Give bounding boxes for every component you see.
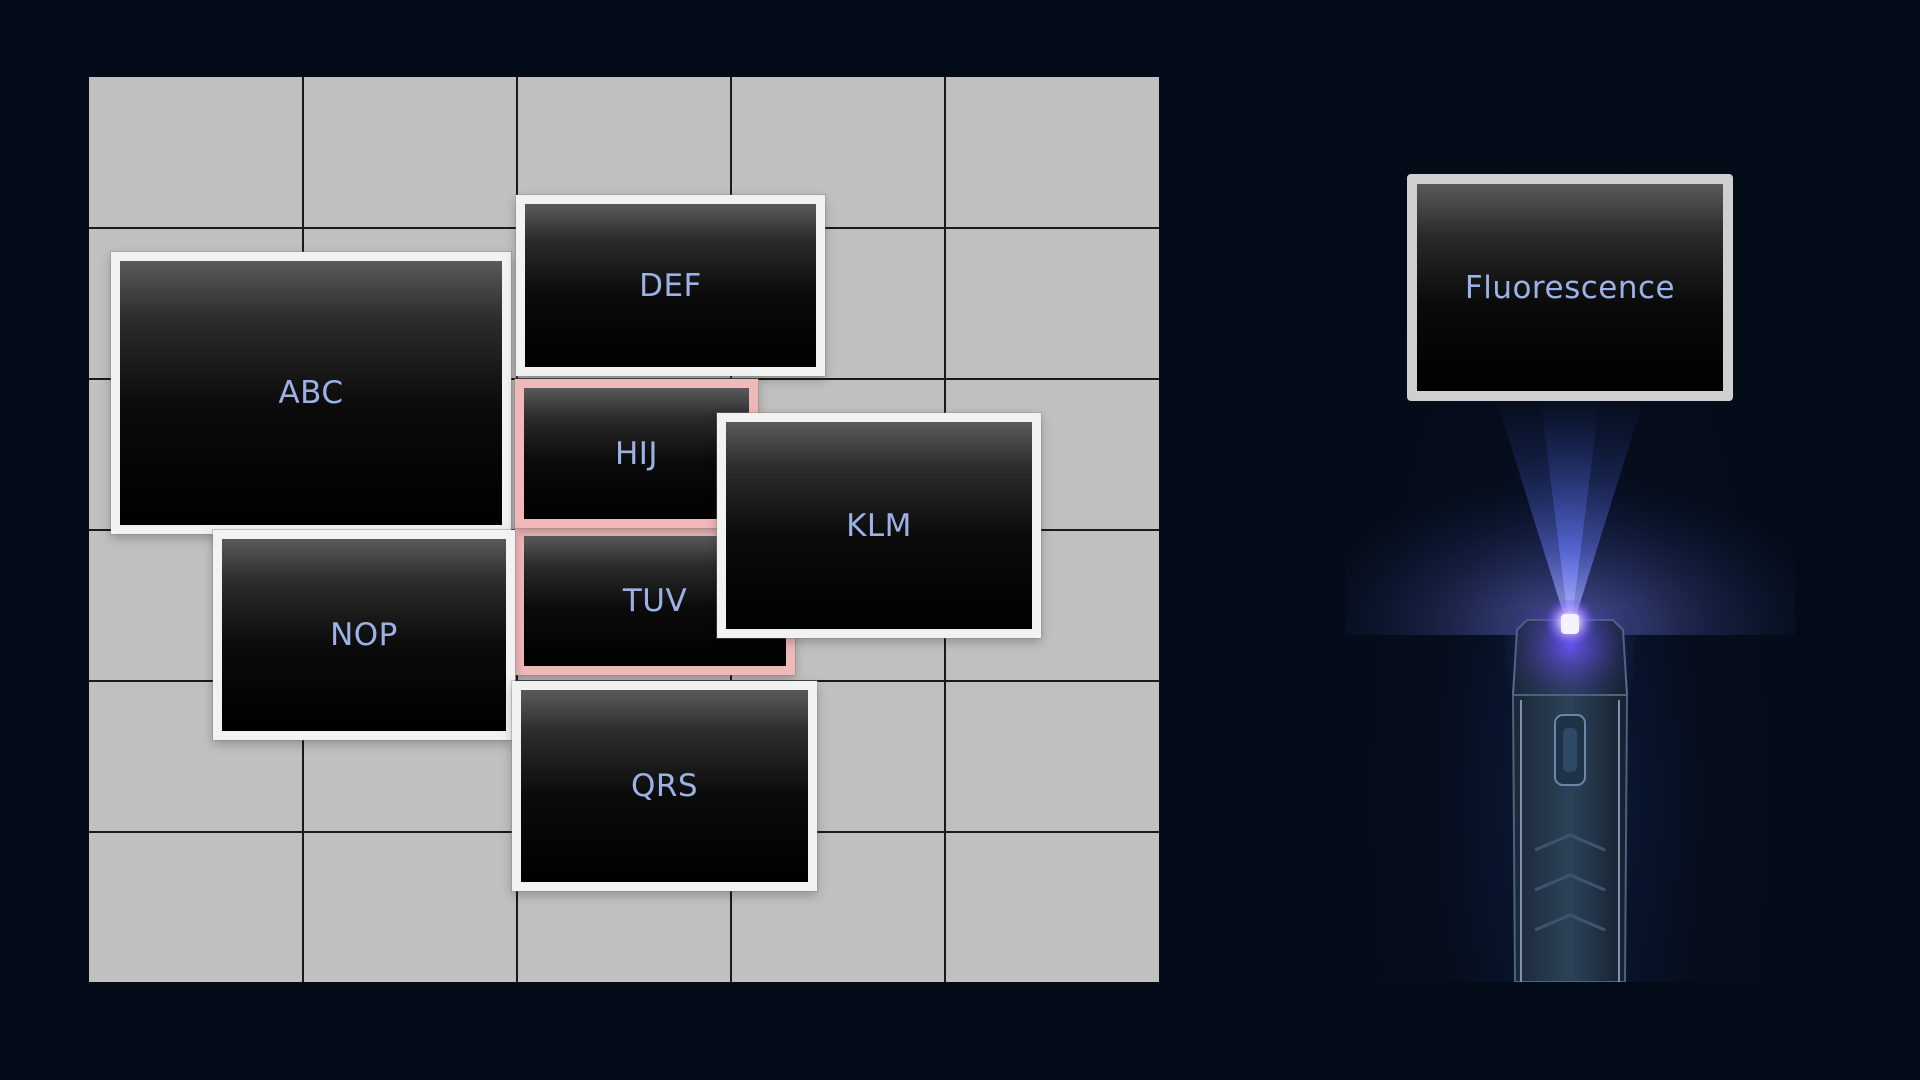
tile-board: ABC DEF TUV HIJ KLM NOP QRS: [89, 77, 1159, 982]
tile-nop[interactable]: NOP: [213, 530, 515, 740]
uv-flashlight-icon: [1505, 600, 1635, 982]
tile-label: NOP: [330, 617, 398, 653]
tile-label: TUV: [622, 583, 688, 619]
tile-klm[interactable]: KLM: [717, 413, 1041, 638]
tile-label: ABC: [278, 375, 344, 411]
tile-abc[interactable]: ABC: [111, 252, 511, 534]
tile-label: QRS: [630, 768, 699, 804]
tile-label: KLM: [846, 507, 912, 544]
tile-def[interactable]: DEF: [516, 195, 825, 376]
fluorescence-label: Fluorescence: [1464, 269, 1676, 306]
tile-qrs[interactable]: QRS: [512, 681, 817, 891]
fluorescence-card[interactable]: Fluorescence: [1407, 174, 1733, 401]
tile-label: DEF: [639, 267, 702, 304]
tile-label: HIJ: [614, 435, 659, 472]
light-beam-icon: [1345, 395, 1795, 635]
